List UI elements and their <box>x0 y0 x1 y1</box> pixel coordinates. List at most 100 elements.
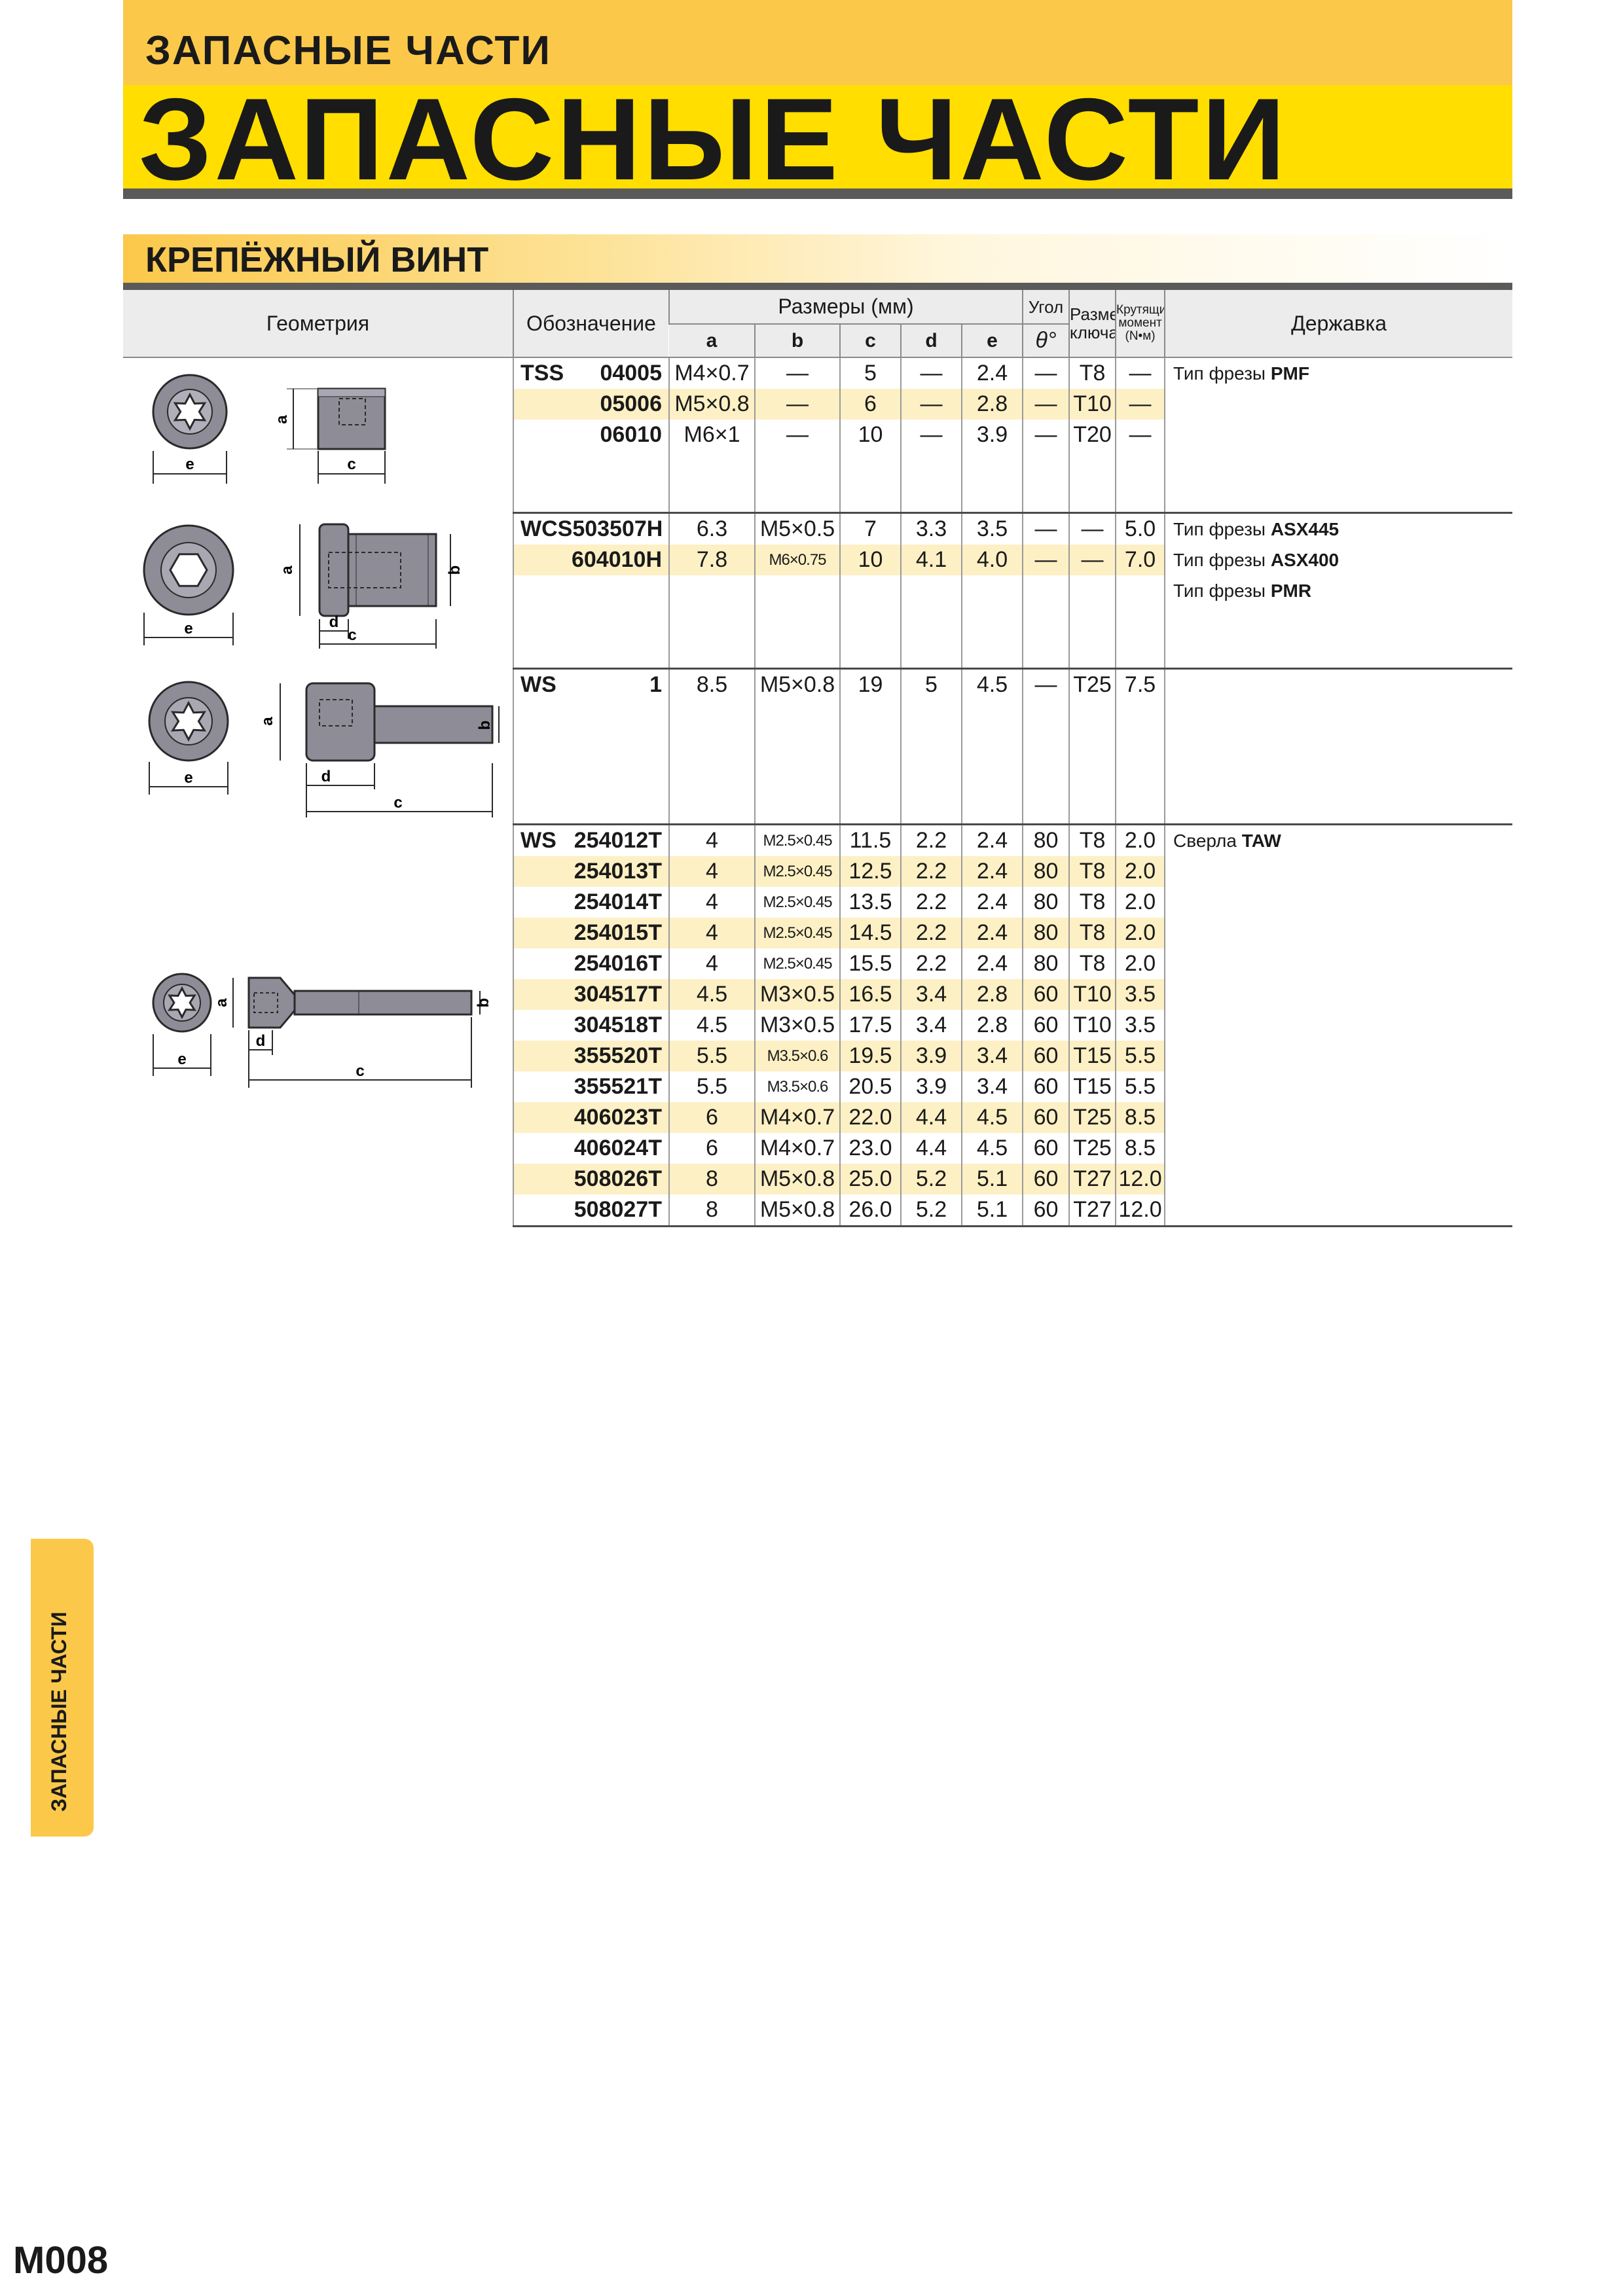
cell-theta <box>1022 793 1070 825</box>
geometry-drawing-wcs: e a b d c <box>143 523 464 649</box>
cell-b: M6×0.75 <box>754 545 840 575</box>
header-b: b <box>754 324 840 358</box>
holder-cell <box>1164 637 1513 670</box>
cell-c <box>839 450 901 481</box>
cell-c <box>839 700 901 731</box>
cell-d: 3.4 <box>900 1010 962 1041</box>
holder-cell <box>1164 606 1513 637</box>
holder-cell: Тип фрезы ASX445 <box>1164 512 1513 545</box>
cell-torque: 5.0 <box>1115 512 1165 545</box>
designation-code: 406023T <box>574 1105 662 1130</box>
designation-cell <box>513 637 669 670</box>
cell-b: M2.5×0.45 <box>754 856 840 887</box>
page-number: M008 <box>13 2239 109 2282</box>
cell-key: T8 <box>1068 824 1116 856</box>
side-tab <box>31 1539 94 1837</box>
designation-cell: 304518T <box>513 1010 669 1041</box>
cell-a: 7.8 <box>668 545 755 575</box>
cell-a <box>668 575 755 606</box>
cell-b: M3.5×0.6 <box>754 1071 840 1102</box>
cell-b <box>754 637 840 670</box>
cell-b: M2.5×0.45 <box>754 918 840 948</box>
designation-code: 355521T <box>574 1074 662 1099</box>
cell-key: T27 <box>1068 1194 1116 1227</box>
cell-theta: 60 <box>1022 1010 1070 1041</box>
cell-key <box>1068 700 1116 731</box>
header-small-title: ЗАПАСНЫЕ ЧАСТИ <box>145 28 551 73</box>
cell-a <box>668 793 755 825</box>
cell-a: 4 <box>668 824 755 856</box>
holder-type-text: Тип фрезы <box>1173 549 1271 570</box>
cell-torque: 2.0 <box>1115 918 1165 948</box>
cell-theta: — <box>1022 668 1070 700</box>
cell-e <box>960 481 1023 514</box>
cell-d: 5.2 <box>900 1164 962 1194</box>
header-e: e <box>960 324 1023 358</box>
designation-prefix: WS <box>520 672 556 697</box>
header-a: a <box>669 324 755 358</box>
header-theta: θ° <box>1022 324 1070 358</box>
cell-a: 5.5 <box>668 1071 755 1102</box>
holder-type-text: Тип фрезы <box>1173 518 1271 539</box>
cell-e: 4.0 <box>960 545 1023 575</box>
cell-theta <box>1022 450 1070 481</box>
header-rule <box>123 188 1512 199</box>
cell-d: — <box>900 357 962 389</box>
designation-cell: 304517T <box>513 979 669 1010</box>
geometry-cell: e a b d c <box>123 669 513 825</box>
designation-code: 254014T <box>574 889 662 914</box>
cell-e <box>960 606 1023 637</box>
side-tab-label: ЗАПАСНЫЕ ЧАСТИ <box>47 1611 71 1812</box>
cell-a: 4 <box>668 948 755 979</box>
cell-torque <box>1115 575 1165 606</box>
svg-text:c: c <box>347 456 356 473</box>
cell-key: T10 <box>1068 979 1116 1010</box>
cell-theta <box>1022 606 1070 637</box>
designation-cell: 06010 <box>513 420 669 450</box>
cell-theta: 60 <box>1022 1102 1070 1133</box>
cell-b: M5×0.8 <box>754 668 840 700</box>
cell-b: M5×0.8 <box>754 1164 840 1194</box>
cell-d <box>900 637 962 670</box>
cell-d: 2.2 <box>900 918 962 948</box>
cell-key: T8 <box>1068 357 1116 389</box>
cell-torque <box>1115 731 1165 762</box>
cell-theta: — <box>1022 357 1070 389</box>
cell-torque: 2.0 <box>1115 887 1165 918</box>
designation-code: 254016T <box>574 951 662 976</box>
cell-a: 8.5 <box>668 668 755 700</box>
holder-cell <box>1164 1071 1513 1102</box>
header-dimensions: Размеры (мм) <box>668 290 1023 325</box>
holder-cell <box>1164 1164 1513 1194</box>
cell-theta <box>1022 575 1070 606</box>
header-torque: Крутящий момент (N•м) <box>1115 290 1165 358</box>
cell-theta: 60 <box>1022 979 1070 1010</box>
svg-text:d: d <box>321 768 331 785</box>
cell-key <box>1068 575 1116 606</box>
cell-a <box>668 637 755 670</box>
cell-d: 4.1 <box>900 545 962 575</box>
designation-code: 254013T <box>574 859 662 884</box>
header-big-title: ЗАПАСНЫЕ ЧАСТИ <box>139 74 1288 204</box>
svg-text:c: c <box>348 626 356 644</box>
cell-torque: 12.0 <box>1115 1164 1165 1194</box>
cell-torque <box>1115 606 1165 637</box>
designation-code: 304518T <box>574 1013 662 1037</box>
cell-theta: 80 <box>1022 824 1070 856</box>
cell-theta: 60 <box>1022 1041 1070 1071</box>
cell-e: 4.5 <box>960 1133 1023 1164</box>
cell-theta <box>1022 700 1070 731</box>
cell-c: 10 <box>839 545 901 575</box>
cell-a: 4.5 <box>668 1010 755 1041</box>
cell-b: M4×0.7 <box>754 1133 840 1164</box>
cell-d: 2.2 <box>900 948 962 979</box>
cell-e <box>960 575 1023 606</box>
cell-d: 5.2 <box>900 1194 962 1227</box>
cell-e <box>960 731 1023 762</box>
cell-b: M3.5×0.6 <box>754 1041 840 1071</box>
cell-a <box>668 762 755 793</box>
